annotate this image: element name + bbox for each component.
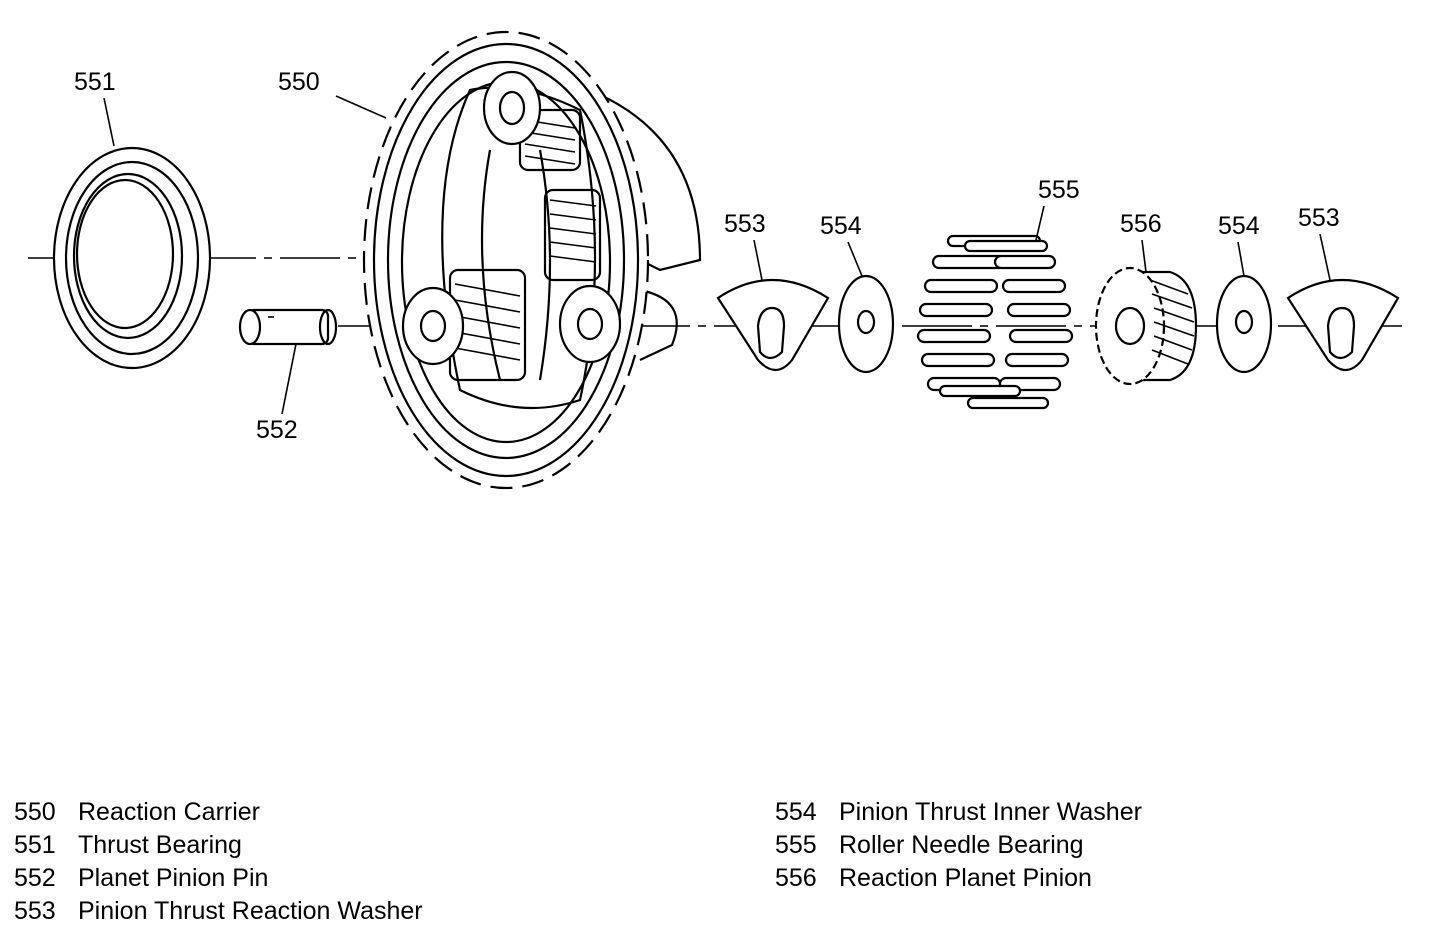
reaction-washer-553-right [1286, 278, 1400, 372]
exploded-view-diagram: 551 550 552 553 554 555 556 554 553 [28, 30, 1402, 490]
callout-550: 550 [278, 68, 320, 96]
legend-name: Pinion Thrust Reaction Washer [78, 897, 423, 925]
callout-553-left: 553 [724, 210, 766, 238]
legend-number: 556 [775, 864, 817, 892]
legend-right: 554 Pinion Thrust Inner Washer 555 Rolle… [775, 796, 1142, 895]
reaction-planet-pinion-556 [1094, 266, 1198, 386]
legend-number: 552 [14, 864, 56, 892]
legend-row-556: 556 Reaction Planet Pinion [775, 862, 1142, 895]
legend-number: 550 [14, 798, 56, 826]
roller-needle-bearing-555 [916, 234, 1074, 410]
legend-number: 555 [775, 831, 817, 859]
legend-row-553: 553 Pinion Thrust Reaction Washer [14, 895, 423, 928]
legend-name: Planet Pinion Pin [78, 864, 269, 892]
legend-name: Pinion Thrust Inner Washer [839, 798, 1142, 826]
thrust-bearing-551 [52, 146, 212, 370]
legend-name: Thrust Bearing [78, 831, 242, 859]
legend-number: 553 [14, 897, 56, 925]
inner-washer-554-right [1215, 274, 1273, 374]
callout-554-right: 554 [1218, 212, 1260, 240]
inner-washer-554-left [837, 274, 895, 374]
legend-number: 551 [14, 831, 56, 859]
legend-row-552: 552 Planet Pinion Pin [14, 862, 423, 895]
callout-551: 551 [74, 68, 116, 96]
legend-name: Reaction Planet Pinion [839, 864, 1092, 892]
legend-row-554: 554 Pinion Thrust Inner Washer [775, 796, 1142, 829]
callout-553-right: 553 [1298, 204, 1340, 232]
legend-row-555: 555 Roller Needle Bearing [775, 829, 1142, 862]
callout-555: 555 [1038, 176, 1080, 204]
legend-number: 554 [775, 798, 817, 826]
legend-name: Roller Needle Bearing [839, 831, 1084, 859]
planet-pinion-pin-552 [238, 308, 338, 346]
leader-lines [103, 95, 1331, 415]
callout-554-left: 554 [820, 212, 862, 240]
reaction-washer-553-left [716, 278, 830, 372]
legend-row-551: 551 Thrust Bearing [14, 829, 423, 862]
callout-552: 552 [256, 416, 298, 444]
reaction-carrier-550 [362, 30, 702, 490]
legend-left: 550 Reaction Carrier 551 Thrust Bearing … [14, 796, 423, 928]
legend-row-550: 550 Reaction Carrier [14, 796, 423, 829]
legend-name: Reaction Carrier [78, 798, 261, 826]
callout-556: 556 [1120, 210, 1162, 238]
